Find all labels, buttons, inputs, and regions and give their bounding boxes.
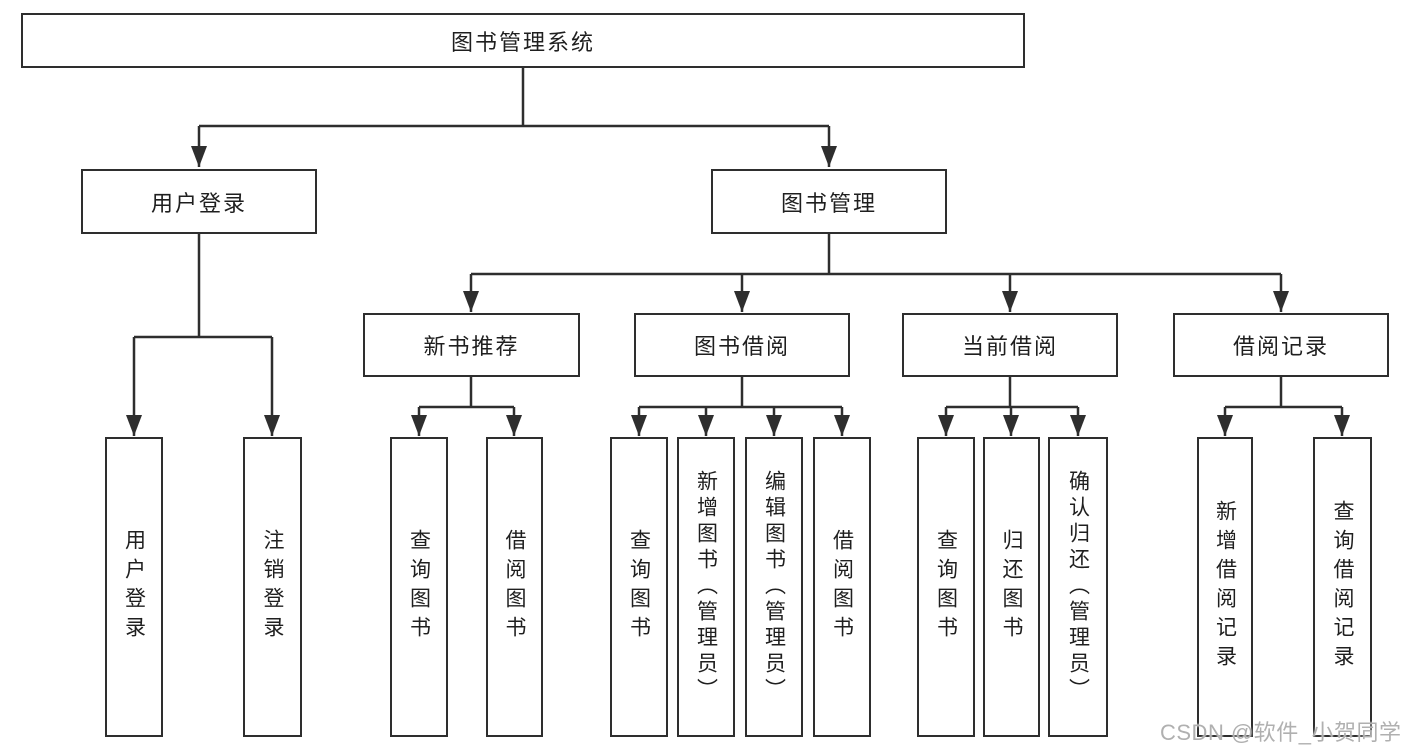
node-new-book-recommendation: 新书推荐 [363, 313, 580, 377]
leaf-query-borrow-record: 查询借阅记录 [1313, 437, 1372, 737]
leaf-query-books-3: 查询图书 [917, 437, 975, 737]
leaf-query-books: 查询图书 [390, 437, 448, 737]
csdn-watermark: CSDN @软件_小贺同学 [1160, 720, 1402, 745]
leaf-add-books-admin: 新增图书（管理员） [677, 437, 735, 737]
leaf-add-borrow-record: 新增借阅记录 [1197, 437, 1253, 737]
leaf-logout: 注销登录 [243, 437, 302, 737]
leaf-edit-books-admin: 编辑图书（管理员） [745, 437, 803, 737]
node-book-management: 图书管理 [711, 169, 947, 234]
leaf-confirm-return-admin: 确认归还（管理员） [1048, 437, 1108, 737]
leaf-user-login: 用户登录 [105, 437, 163, 737]
leaf-query-books-2: 查询图书 [610, 437, 668, 737]
node-user-login: 用户登录 [81, 169, 317, 234]
node-borrowing-records: 借阅记录 [1173, 313, 1389, 377]
leaf-return-books: 归还图书 [983, 437, 1040, 737]
node-library-management-system: 图书管理系统 [21, 13, 1025, 68]
node-book-borrowing: 图书借阅 [634, 313, 850, 377]
leaf-borrow-books-2: 借阅图书 [813, 437, 871, 737]
leaf-borrow-books: 借阅图书 [486, 437, 543, 737]
node-current-borrowing: 当前借阅 [902, 313, 1118, 377]
